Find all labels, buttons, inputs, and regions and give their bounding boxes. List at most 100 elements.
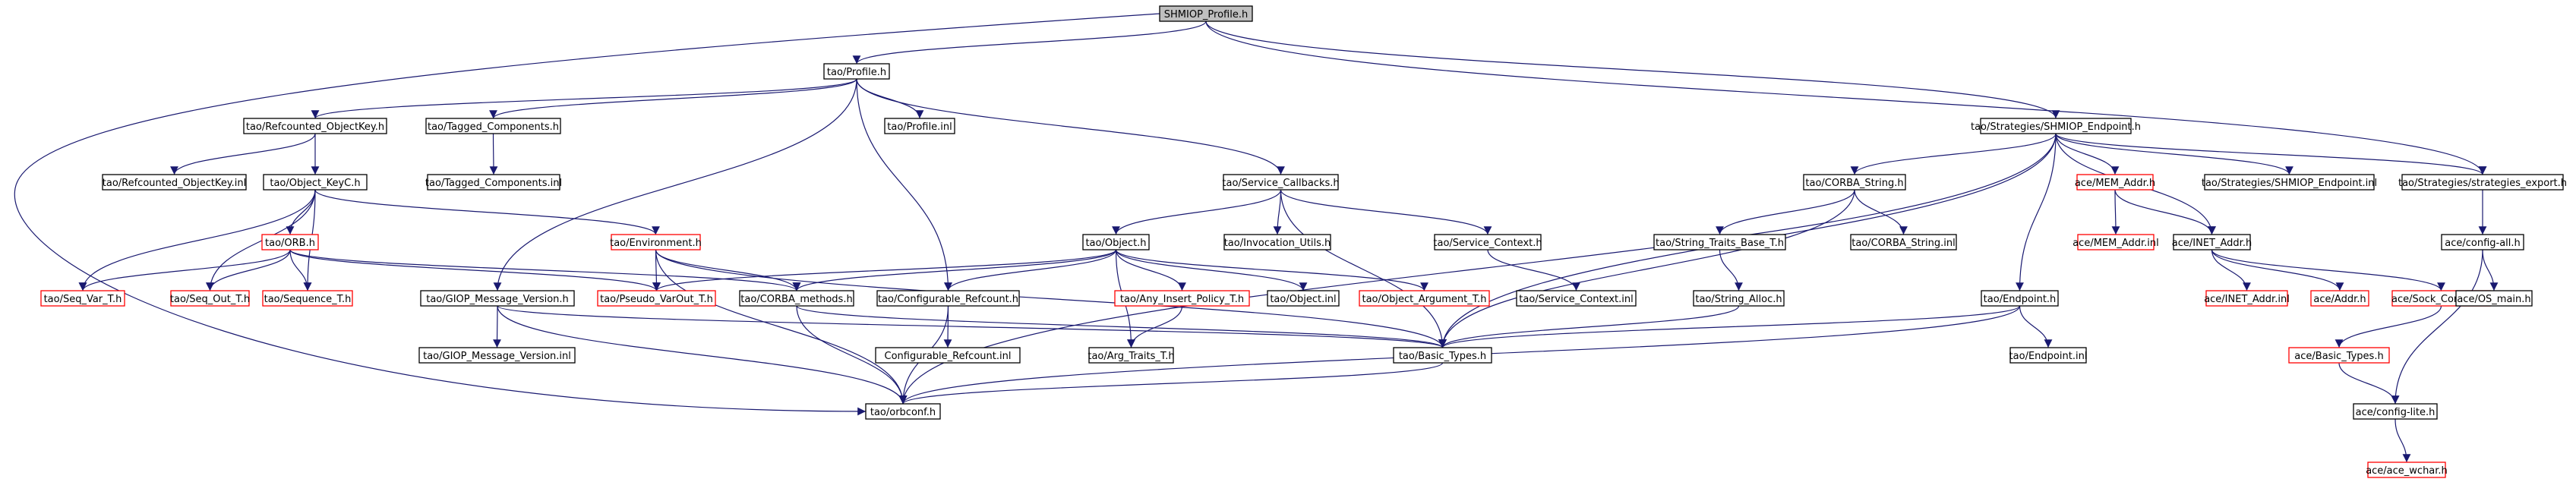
node-box[interactable] [1850,234,1957,250]
node-box[interactable] [2288,347,2390,364]
node-box[interactable] [170,290,250,307]
node-box[interactable] [1981,290,2059,307]
node-box[interactable] [2076,174,2154,191]
node-tao-arg-traits-t-h[interactable]: tao/Arg_Traits_T.h [1088,347,1175,364]
node-tao-invocation-utils-h[interactable]: tao/Invocation_Utils.h [1223,234,1331,250]
node-box[interactable] [2205,290,2288,307]
node-tao-refcounted-objectkey-h[interactable]: tao/Refcounted_ObjectKey.h [243,118,387,134]
node-tao-strategies-shmiop-endpoint-inl[interactable]: tao/Strategies/SHMIOP_Endpoint.inl [2202,174,2377,191]
node-tao-service-context-h[interactable]: tao/Service_Context.h [1433,234,1542,250]
node-box[interactable] [262,290,353,307]
node-tao-seq-out-t-h[interactable]: tao/Seq_Out_T.h [170,290,250,307]
node-box[interactable] [1082,234,1150,250]
edge-n0-n13 [1205,20,2487,175]
node-tao-profile-inl[interactable]: tao/Profile.inl [884,118,955,134]
node-box[interactable] [1223,234,1331,250]
node-box[interactable] [261,234,319,250]
node-tao-service-callbacks-h[interactable]: tao/Service_Callbacks.h [1222,174,1340,191]
node-box[interactable] [1693,290,1785,307]
node-ace-os-main-h[interactable]: ace/OS_main.h [2455,290,2533,307]
node-box[interactable] [2441,234,2524,250]
node-tao-endpoint-h[interactable]: tao/Endpoint.h [1981,290,2059,307]
node-box[interactable] [1088,347,1174,364]
node-box[interactable] [1803,174,1906,191]
node-tao-corba-string-h[interactable]: tao/CORBA_String.h [1803,174,1906,191]
node-box[interactable] [2353,403,2438,420]
node-tao-object-h[interactable]: tao/Object.h [1082,234,1150,250]
node-box[interactable] [876,290,1020,307]
node-box[interactable] [1393,347,1492,364]
node-box[interactable] [2009,347,2087,364]
node-box[interactable] [739,290,854,307]
node-ace-config-all-h[interactable]: ace/config-all.h [2441,234,2524,250]
node-tao-basic-types-h[interactable]: tao/Basic_Types.h [1393,347,1492,364]
node-tao-service-context-inl[interactable]: tao/Service_Context.inl [1516,290,1637,307]
node-box[interactable] [2401,174,2564,191]
node-tao-pseudo-varout-t-h[interactable]: tao/Pseudo_VarOut_T.h [597,290,716,307]
node-ace-inet-addr-inl[interactable]: ace/INET_Addr.inl [2204,290,2290,307]
node-ace-mem-addr-h[interactable]: ace/MEM_Addr.h [2075,174,2155,191]
node-tao-seq-var-t-h[interactable]: tao/Seq_Var_T.h [40,290,125,307]
node-ace-ace-wchar-h[interactable]: ace/ace_wchar.h [2366,462,2448,478]
node-box[interactable] [102,174,247,191]
node-box[interactable] [418,347,576,364]
node-box[interactable] [425,118,561,134]
node-tao-corba-string-inl[interactable]: tao/CORBA_String.inl [1850,234,1957,250]
node-tao-giop-message-version-h[interactable]: tao/GIOP_Message_Version.h [420,290,575,307]
node-box[interactable] [40,290,125,307]
node-ace-mem-addr-inl[interactable]: ace/MEM_Addr.inl [2072,234,2159,250]
node-ace-config-lite-h[interactable]: ace/config-lite.h [2353,403,2438,420]
node-box[interactable] [1516,290,1637,307]
node-box[interactable] [420,290,575,307]
node-box[interactable] [263,174,368,191]
node-tao-string-traits-base-t-h[interactable]: tao/String_Traits_Base_T.h [1653,234,1786,250]
node-box[interactable] [865,403,941,420]
node-box[interactable] [2077,234,2155,250]
node-box[interactable] [2367,462,2446,478]
node-ace-inet-addr-h[interactable]: ace/INET_Addr.h [2172,234,2252,250]
node-box[interactable] [823,63,890,80]
node-tao-endpoint-inl[interactable]: tao/Endpoint.inl [2009,347,2088,364]
node-box[interactable] [1159,5,1253,22]
node-tao-object-keyc-h[interactable]: tao/Object_KeyC.h [263,174,368,191]
node-box[interactable] [427,174,560,191]
node-tao-orb-h[interactable]: tao/ORB.h [261,234,319,250]
node-tao-strategies-strategies-export-h[interactable]: tao/Strategies/strategies_export.h [2398,174,2567,191]
node-tao-configurable-refcount-h[interactable]: tao/Configurable_Refcount.h [876,290,1020,307]
node-box[interactable] [1359,290,1490,307]
node-tao-corba-methods-h[interactable]: tao/CORBA_methods.h [739,290,854,307]
node-tao-tagged-components-inl[interactable]: tao/Tagged_Components.inl [425,174,562,191]
node-box[interactable] [2204,174,2375,191]
node-box[interactable] [1653,234,1786,250]
node-tao-refcounted-objectkey-inl[interactable]: tao/Refcounted_ObjectKey.inl [102,174,247,191]
node-box[interactable] [2455,290,2533,307]
node-tao-string-alloc-h[interactable]: tao/String_Alloc.h [1693,290,1785,307]
node-tao-tagged-components-h[interactable]: tao/Tagged_Components.h [425,118,561,134]
edge-n14-n28 [289,249,661,291]
node-box[interactable] [875,347,1021,364]
node-box[interactable] [1267,290,1340,307]
node-box[interactable] [1223,174,1339,191]
node-ace-addr-h[interactable]: ace/Addr.h [2310,290,2369,307]
node-box[interactable] [243,118,387,134]
node-box[interactable] [1114,290,1250,307]
node-tao-strategies-shmiop-endpoint-h[interactable]: tao/Strategies/SHMIOP_Endpoint.h [1971,118,2141,134]
node-tao-environment-h[interactable]: tao/Environment.h [610,234,702,250]
node-tao-object-inl[interactable]: tao/Object.inl [1267,290,1340,307]
node-box[interactable] [1434,234,1542,250]
node-box[interactable] [611,234,701,250]
node-tao-object-argument-t-h[interactable]: tao/Object_Argument_T.h [1359,290,1490,307]
node-tao-any-insert-policy-t-h[interactable]: tao/Any_Insert_Policy_T.h [1114,290,1250,307]
node-box[interactable] [884,118,955,134]
node-configurable-refcount-inl[interactable]: Configurable_Refcount.inl [875,347,1021,364]
node-ace-basic-types-h[interactable]: ace/Basic_Types.h [2288,347,2390,364]
node-box[interactable] [1980,118,2132,134]
node-tao-giop-message-version-inl[interactable]: tao/GIOP_Message_Version.inl [418,347,576,364]
node-shmiop-profile-h[interactable]: SHMIOP_Profile.h [1159,5,1253,22]
node-tao-orbconf-h[interactable]: tao/orbconf.h [865,403,941,420]
node-tao-sequence-t-h[interactable]: tao/Sequence_T.h [262,290,353,307]
node-box[interactable] [2173,234,2251,250]
node-box[interactable] [2310,290,2369,307]
node-tao-profile-h[interactable]: tao/Profile.h [823,63,890,80]
node-box[interactable] [597,290,716,307]
